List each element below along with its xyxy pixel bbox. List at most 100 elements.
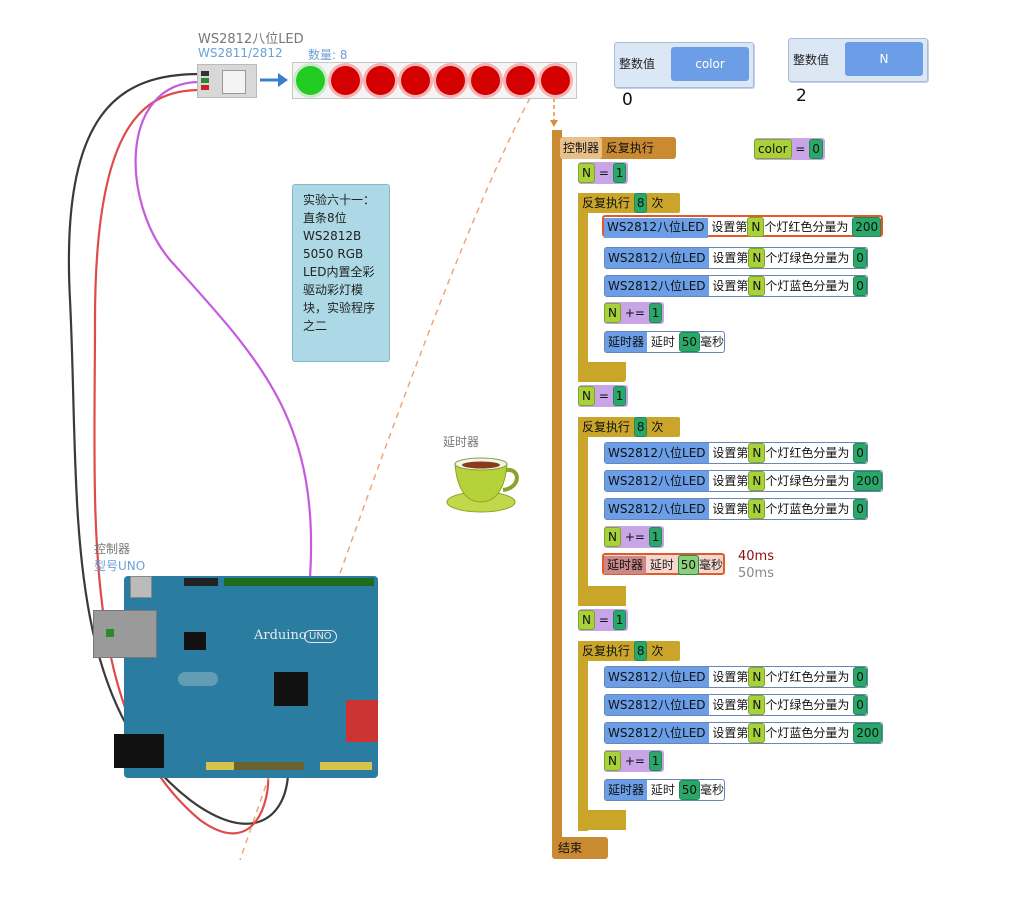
- assign-n-1[interactable]: N = 1: [578, 162, 629, 184]
- delay-runtime-now: 40ms: [738, 549, 774, 564]
- cmd-pre: 设置第: [712, 670, 749, 684]
- assign-value: 0: [809, 139, 823, 159]
- wire-gnd: [67, 72, 290, 825]
- cmd-pre: 设置第: [712, 279, 749, 293]
- assign-op: =: [598, 166, 609, 180]
- arduino-board[interactable]: Arduino UNO: [124, 576, 378, 778]
- repeat-suffix: 次: [651, 420, 664, 434]
- delay-value[interactable]: 50: [677, 555, 699, 575]
- control-end-label: 结束: [558, 841, 583, 855]
- assign-color[interactable]: color = 0: [754, 138, 825, 160]
- cmd-value[interactable]: 0: [853, 499, 867, 519]
- repeat-head-3[interactable]: 反复执行 8 次: [578, 641, 680, 661]
- led-7: [506, 66, 535, 95]
- power-jack: [114, 734, 164, 768]
- delay-label: 延时: [650, 783, 675, 797]
- cmd-post: 个灯绿色分量为: [765, 251, 850, 265]
- cmd-value[interactable]: 200: [853, 723, 883, 743]
- cmd-device: WS2812八位LED: [605, 667, 709, 687]
- repeat-label: 反复执行: [582, 420, 631, 434]
- cmd-device: WS2812八位LED: [605, 471, 709, 491]
- cmd-value[interactable]: 0: [853, 276, 867, 296]
- assign-var: N: [604, 303, 621, 323]
- repeat-head-2[interactable]: 反复执行 8 次: [578, 417, 680, 437]
- variable-n[interactable]: 整数值 N: [788, 38, 928, 82]
- cmd-post: 个灯绿色分量为: [765, 698, 850, 712]
- cmd-var: N: [748, 723, 766, 743]
- assign-op: +=: [624, 530, 645, 544]
- cmd-pre: 设置第: [712, 502, 749, 516]
- repeat-head-1[interactable]: 反复执行 8 次: [578, 193, 680, 213]
- cmd-value[interactable]: 0: [853, 695, 867, 715]
- assign-value: 1: [648, 303, 663, 323]
- cmd-var: N: [748, 499, 766, 519]
- assign-op: =: [598, 613, 609, 627]
- ws2812-module[interactable]: [197, 64, 257, 98]
- assign-value: 1: [612, 610, 627, 630]
- cmd-value[interactable]: 200: [853, 471, 883, 491]
- cmd-var: N: [748, 695, 766, 715]
- delay-device: 延时器: [604, 556, 647, 574]
- variable-color[interactable]: 整数值 color: [614, 42, 754, 88]
- inc-n-2[interactable]: N += 1: [604, 526, 665, 548]
- arduino-brand: Arduino: [254, 628, 307, 643]
- delay-label: 延时: [650, 335, 675, 349]
- cmd-pre: 设置第: [712, 251, 749, 265]
- assign-value: 1: [612, 386, 627, 406]
- assign-op: =: [598, 389, 609, 403]
- delay-value[interactable]: 50: [678, 332, 700, 352]
- cmd-value[interactable]: 200: [852, 217, 882, 237]
- cmd-value[interactable]: 0: [853, 443, 867, 463]
- comment-note[interactable]: 实验六十一： 直条8位WS2812B 5050 RGB LED内置全彩驱动彩灯模…: [292, 184, 390, 362]
- cmd-post: 个灯蓝色分量为: [765, 279, 850, 293]
- assign-var: color: [754, 139, 792, 159]
- cmd-pre: 设置第: [711, 220, 748, 234]
- inc-n-3[interactable]: N += 1: [604, 750, 665, 772]
- cmd-post: 个灯红色分量为: [764, 220, 849, 234]
- delay-runtime-total: 50ms: [738, 566, 774, 581]
- assign-var: N: [578, 386, 595, 406]
- control-end[interactable]: 结束: [552, 837, 608, 859]
- cmd-value[interactable]: 0: [853, 248, 867, 268]
- repeat-label: 反复执行: [582, 644, 631, 658]
- cmd-value[interactable]: 0: [853, 667, 867, 687]
- led-5: [436, 66, 465, 95]
- dashed-link: [239, 97, 531, 861]
- cmd-var: N: [748, 471, 766, 491]
- teacup-icon[interactable]: [443, 450, 523, 516]
- wire-vcc: [93, 88, 270, 835]
- controller-model: 型号UNO: [94, 559, 146, 573]
- assign-n-2[interactable]: N = 1: [578, 385, 629, 407]
- reset-button[interactable]: [130, 576, 152, 598]
- repeat-foot-1: [578, 362, 626, 382]
- assign-value: 1: [648, 751, 663, 771]
- assign-n-3[interactable]: N = 1: [578, 609, 629, 631]
- variable-type: 整数值: [619, 57, 656, 71]
- cmd-pre: 设置第: [712, 698, 749, 712]
- variable-color-value: 0: [622, 90, 633, 110]
- delay-device: 延时器: [605, 332, 648, 352]
- strip-subtitle: WS2811/2812: [198, 46, 283, 60]
- led-strip[interactable]: [292, 62, 577, 99]
- cmd-post: 个灯蓝色分量为: [765, 502, 850, 516]
- inc-n-1[interactable]: N += 1: [604, 302, 665, 324]
- arduino-model-badge: UNO: [304, 630, 337, 643]
- led-2: [331, 66, 360, 95]
- control-spine: [552, 130, 562, 848]
- control-head[interactable]: 控制器 反复执行: [556, 137, 676, 159]
- cmd-var: N: [748, 667, 766, 687]
- arrow-right-icon: [260, 73, 288, 87]
- delay-value[interactable]: 50: [678, 780, 700, 800]
